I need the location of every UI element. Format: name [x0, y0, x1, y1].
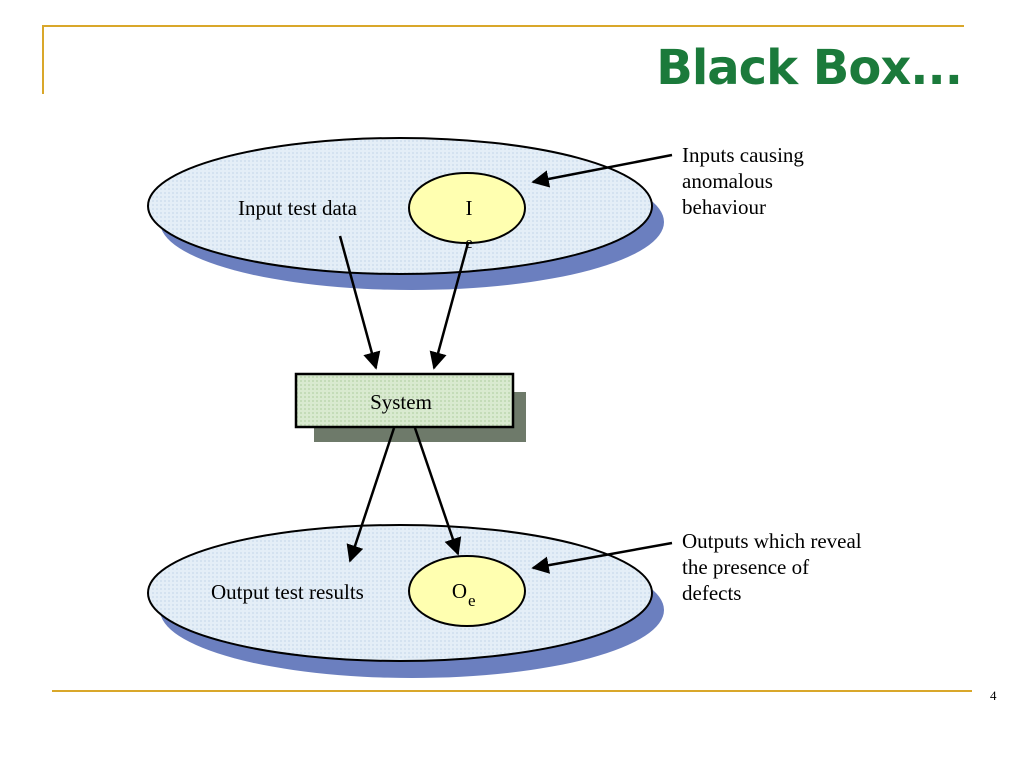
- output-subset-label: O: [452, 579, 467, 603]
- output-subset-ellipse: [408, 555, 526, 627]
- arrow-system-to-output-results: [346, 427, 396, 563]
- slide-title: Black Box...: [656, 40, 963, 96]
- output-set-label: Output test results: [211, 580, 364, 604]
- output-subset-subscript: e: [468, 591, 476, 610]
- arrow-input-data-to-system: [338, 235, 381, 370]
- input-anomaly-note: Inputs causing anomalous behaviour: [682, 143, 804, 219]
- input-set-ellipse: [147, 137, 653, 275]
- system-box: [294, 372, 515, 429]
- system-label: System: [370, 390, 432, 414]
- page-number: 4: [990, 688, 997, 703]
- top-horizontal-rule: [42, 25, 964, 27]
- arrow-input-note-to-subset: [531, 153, 673, 188]
- output-defect-note: Outputs which reveal the presence of def…: [682, 529, 862, 605]
- input-subset-subscript: e: [465, 233, 473, 252]
- bottom-horizontal-rule: [52, 690, 972, 692]
- top-left-vertical-rule: [42, 26, 44, 94]
- arrow-output-note-to-subset: [531, 541, 673, 574]
- arrow-system-to-output-subset: [413, 427, 462, 556]
- output-set-ellipse: [147, 524, 653, 662]
- input-set-label: Input test data: [238, 196, 358, 220]
- input-subset-label: I: [466, 196, 473, 220]
- arrow-input-subset-to-system: [429, 242, 470, 370]
